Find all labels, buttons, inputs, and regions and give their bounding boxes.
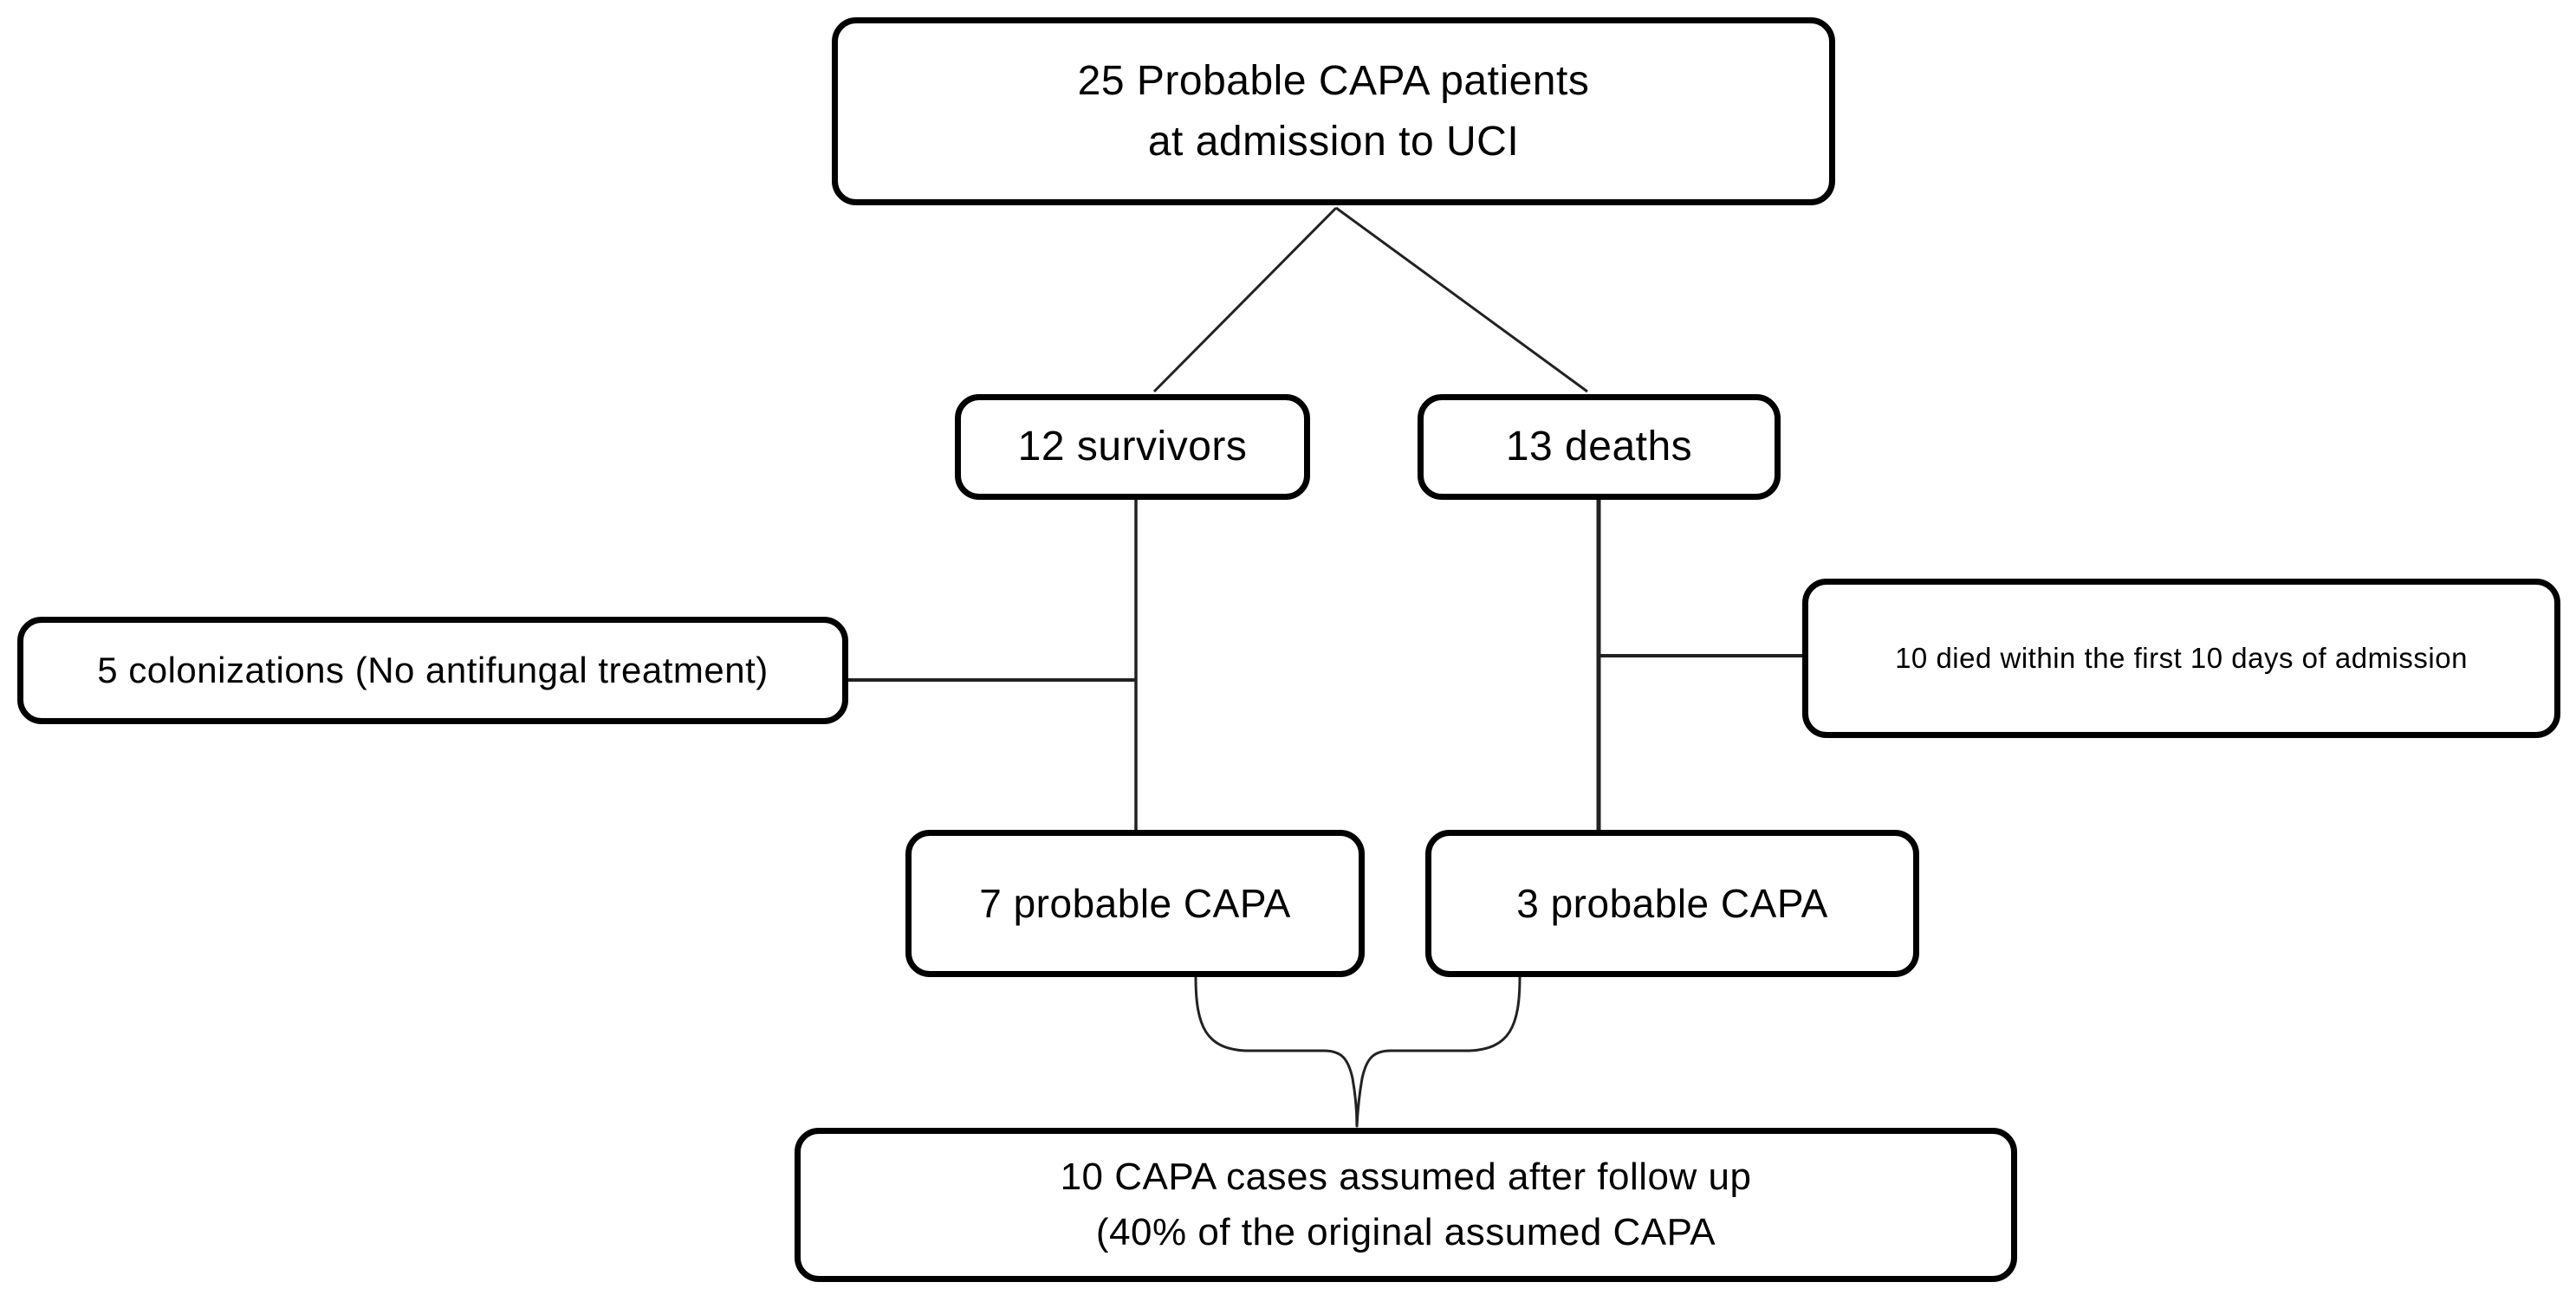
node-died-within-10-days: 10 died within the first 10 days of admi… — [1802, 579, 2560, 738]
node-label-line: 10 CAPA cases assumed after follow up — [1060, 1156, 1752, 1199]
node-deaths: 13 deaths — [1418, 394, 1781, 500]
node-survivors: 12 survivors — [955, 394, 1310, 500]
edge-root-to-deaths — [1335, 206, 1588, 393]
node-label: 7 probable CAPA — [979, 880, 1291, 926]
node-label: 13 deaths — [1505, 424, 1693, 470]
node-label-line: 25 Probable CAPA patients — [1077, 57, 1590, 104]
node-label: 3 probable CAPA — [1516, 880, 1828, 926]
node-label-line: (40% of the original assumed CAPA — [1095, 1211, 1716, 1253]
edge-root-to-survivors — [1152, 206, 1338, 393]
node-survivor-probable-capa: 7 probable CAPA — [905, 830, 1365, 977]
node-label-line: at admission to UCI — [1147, 118, 1520, 165]
node-probable-capa-admission: 25 Probable CAPA patients at admission t… — [832, 17, 1835, 205]
edge-brace-to-final — [1194, 976, 1522, 1128]
node-death-probable-capa: 3 probable CAPA — [1425, 830, 1919, 977]
node-capa-after-follow-up: 10 CAPA cases assumed after follow up (4… — [795, 1128, 2017, 1282]
node-colonizations: 5 colonizations (No antifungal treatment… — [17, 617, 848, 724]
node-label: 5 colonizations (No antifungal treatment… — [97, 649, 769, 690]
node-label: 10 died within the first 10 days of admi… — [1895, 642, 2468, 675]
node-label: 12 survivors — [1017, 424, 1248, 470]
